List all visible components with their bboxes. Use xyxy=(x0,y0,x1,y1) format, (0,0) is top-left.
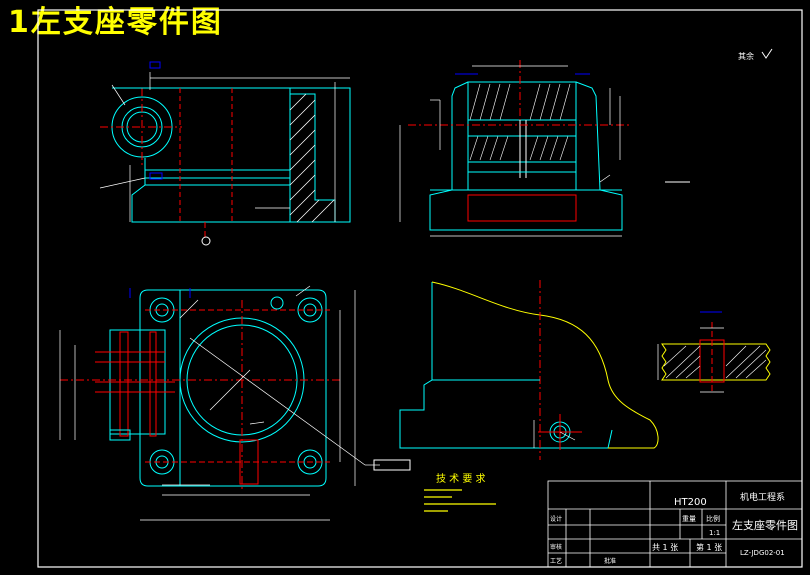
process-label: 工艺 xyxy=(550,557,562,565)
title-block xyxy=(547,480,803,568)
page-title: 1左支座零件图 xyxy=(8,5,223,40)
partial-view xyxy=(399,280,659,460)
drawing-number-label: LZ-JDG02-01 xyxy=(740,549,785,557)
school-label: 机电工程系 xyxy=(740,491,785,503)
sheet-number-label: 第 1 张 xyxy=(696,542,722,552)
front-view xyxy=(99,61,351,246)
designer-label: 设计 xyxy=(550,515,562,523)
scale-label: 比例 xyxy=(706,514,720,523)
review-label: 审核 xyxy=(550,543,562,551)
drawing-frame xyxy=(37,9,803,568)
scale-value: 1:1 xyxy=(709,529,720,537)
approve-label: 批准 xyxy=(604,557,616,565)
title-block-text: HT200 机电工程系 左支座零件图 LZ-JDG02-01 重量 比例 1:1… xyxy=(550,491,798,565)
side-section-view xyxy=(399,60,690,237)
tech-requirements-heading: 技 术 要 求 xyxy=(436,472,486,485)
roughness-note-label: 其余 xyxy=(738,51,754,61)
weight-label: 重量 xyxy=(682,515,696,523)
roughness-note: 其余 xyxy=(738,48,773,61)
material-label: HT200 xyxy=(674,497,707,508)
top-view xyxy=(59,285,411,521)
tech-requirements: 技 术 要 求 xyxy=(424,472,496,512)
part-name-label: 左支座零件图 xyxy=(732,518,798,532)
detail-section-view xyxy=(657,311,771,393)
sheets-total-label: 共 1 张 xyxy=(652,543,678,552)
